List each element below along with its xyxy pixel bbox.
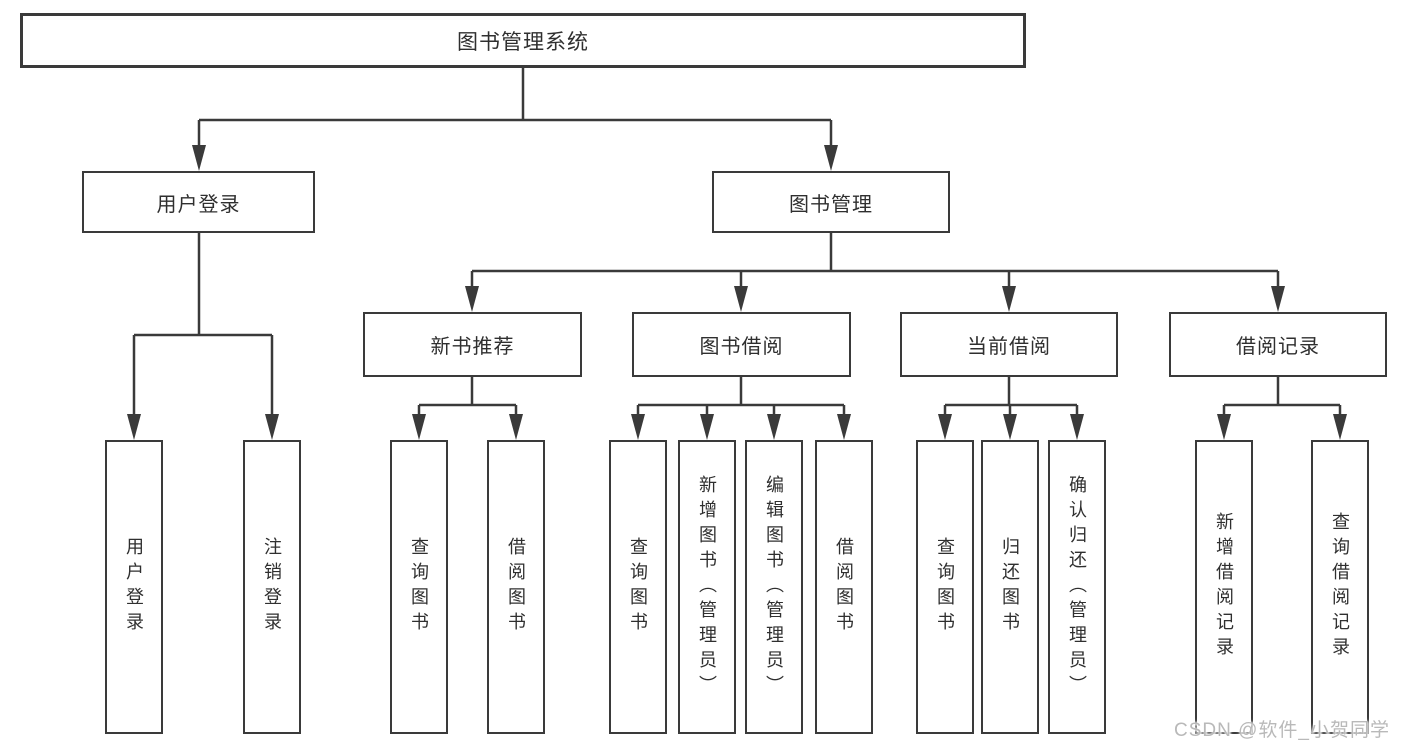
leaf-user-login: 用户登录 bbox=[105, 440, 163, 734]
leaf-label: 借阅图书 bbox=[506, 537, 526, 637]
node-book-borrowing: 图书借阅 bbox=[632, 312, 851, 377]
leaf-borrow-books-recommend: 借阅图书 bbox=[487, 440, 545, 734]
connector-book-management-children bbox=[465, 233, 1285, 312]
leaf-logout: 注销登录 bbox=[243, 440, 301, 734]
leaf-label: 查询借阅记录 bbox=[1330, 512, 1350, 662]
leaf-query-books-borrowing: 查询图书 bbox=[609, 440, 667, 734]
node-label: 图书借阅 bbox=[699, 336, 784, 358]
leaf-label: 编辑图书（管理员） bbox=[764, 474, 784, 700]
node-book-management: 图书管理 bbox=[712, 171, 950, 233]
leaf-add-book-admin: 新增图书（管理员） bbox=[678, 440, 736, 734]
connector-root-to-level2 bbox=[192, 68, 838, 171]
node-current-borrowing: 当前借阅 bbox=[900, 312, 1118, 377]
connector-borrowing-records-children bbox=[1217, 377, 1347, 440]
leaf-borrow-books-borrowing: 借阅图书 bbox=[815, 440, 873, 734]
connector-current-borrowing-children bbox=[938, 377, 1084, 440]
leaf-add-borrow-record: 新增借阅记录 bbox=[1195, 440, 1253, 734]
csdn-watermark: CSDN @软件_小贺同学 bbox=[1174, 720, 1390, 741]
node-library-management-system: 图书管理系统 bbox=[20, 13, 1026, 68]
leaf-label: 查询图书 bbox=[628, 537, 648, 637]
leaf-edit-book-admin: 编辑图书（管理员） bbox=[745, 440, 803, 734]
leaf-label: 用户登录 bbox=[124, 537, 144, 637]
connector-new-book-children bbox=[412, 377, 523, 440]
leaf-label: 归还图书 bbox=[1000, 537, 1020, 637]
leaf-query-books-current: 查询图书 bbox=[916, 440, 974, 734]
leaf-label: 借阅图书 bbox=[834, 537, 854, 637]
node-label: 新书推荐 bbox=[430, 336, 515, 358]
node-borrowing-records: 借阅记录 bbox=[1169, 312, 1387, 377]
leaf-query-borrow-record: 查询借阅记录 bbox=[1311, 440, 1369, 734]
leaf-query-books-recommend: 查询图书 bbox=[390, 440, 448, 734]
leaf-confirm-return-admin: 确认归还（管理员） bbox=[1048, 440, 1106, 734]
leaf-label: 查询图书 bbox=[409, 537, 429, 637]
node-user-login: 用户登录 bbox=[82, 171, 315, 233]
node-label: 图书管理 bbox=[789, 193, 873, 216]
leaf-label: 查询图书 bbox=[935, 537, 955, 637]
leaf-label: 注销登录 bbox=[262, 537, 282, 637]
node-label: 用户登录 bbox=[156, 193, 241, 216]
node-label: 当前借阅 bbox=[967, 336, 1051, 358]
connector-user-login-children bbox=[127, 233, 279, 440]
leaf-label: 新增借阅记录 bbox=[1214, 512, 1234, 662]
node-new-book-recommendation: 新书推荐 bbox=[363, 312, 582, 377]
node-label: 借阅记录 bbox=[1236, 336, 1320, 358]
leaf-label: 新增图书（管理员） bbox=[697, 474, 717, 700]
leaf-label: 确认归还（管理员） bbox=[1067, 474, 1087, 700]
connector-book-borrowing-children bbox=[631, 377, 851, 440]
leaf-return-book: 归还图书 bbox=[981, 440, 1039, 734]
node-label: 图书管理系统 bbox=[457, 30, 589, 54]
